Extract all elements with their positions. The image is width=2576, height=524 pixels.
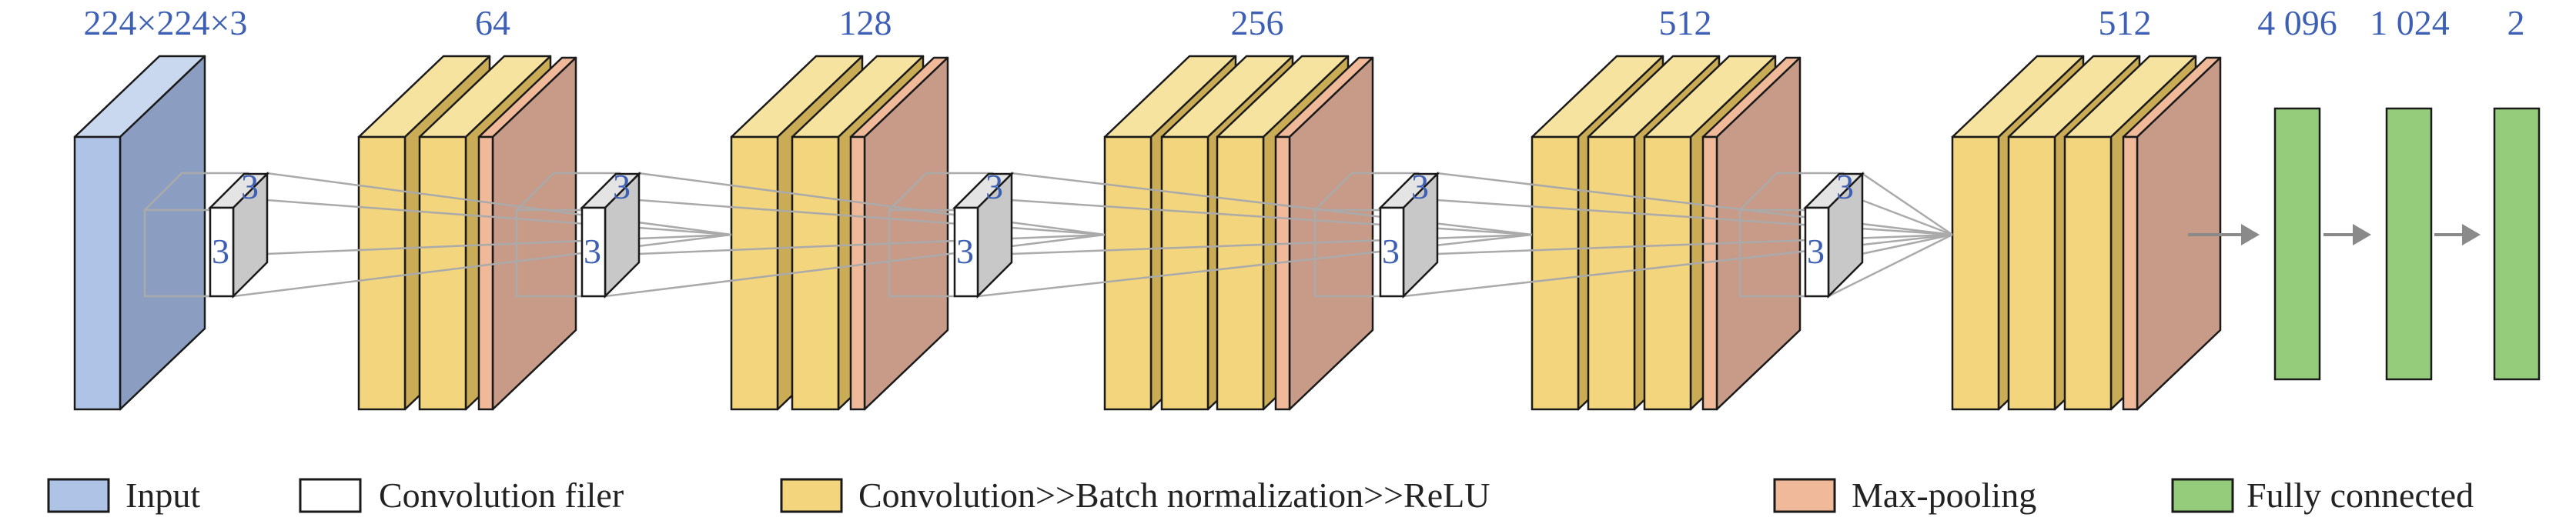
block-3-channels-label: 256	[1231, 3, 1284, 42]
block-4	[1531, 55, 1802, 411]
legend-filter-label: Convolution filer	[379, 476, 624, 515]
filter-guide-line	[604, 233, 1106, 298]
block-2-max-pool	[849, 56, 949, 411]
block-5	[1951, 55, 2222, 411]
block-2-conv-layer-1-front-face	[730, 135, 779, 411]
filter-guide-line	[637, 233, 1106, 255]
block-1-max-pool-front-face	[477, 135, 494, 411]
filter-width-label: 3	[241, 167, 259, 206]
conv-filter-4: 33	[1313, 167, 1953, 299]
filter-front-face	[209, 206, 235, 298]
block-4-conv-layer-1-front-face	[1531, 135, 1580, 411]
filter-height-label: 3	[212, 232, 229, 271]
input-size-label: 224×224×3	[84, 3, 248, 42]
block-3-conv-layer-3-front-face	[1216, 135, 1265, 411]
filter-guide-line	[266, 199, 732, 236]
legend-input-swatch	[47, 478, 110, 513]
filter-guide-line	[1436, 199, 1953, 236]
filter-guide-line	[1436, 233, 1953, 255]
filter-front-face	[1804, 206, 1830, 298]
filter-guide-line	[1861, 199, 1953, 236]
block-4-max-pool	[1701, 56, 1802, 411]
filter-guide-line	[1861, 172, 1953, 236]
legend-conv-label: Convolution>>Batch normalization>>ReLU	[858, 476, 1490, 515]
filter-guide-line	[977, 233, 1533, 298]
filter-width-label: 3	[1411, 167, 1429, 206]
arrow-fc1-to-fc2	[2323, 224, 2371, 245]
block-1-max-pool	[477, 56, 577, 411]
fc-1-units-label: 4 096	[2257, 3, 2337, 42]
filter-height-label: 3	[584, 232, 601, 271]
filter-front-face	[580, 206, 607, 298]
block-5-conv-layer-2-front-face	[2007, 135, 2056, 411]
filter-guide-line	[1436, 172, 1953, 236]
block-3-conv-layer-1-front-face	[1103, 135, 1153, 411]
input-volume-front-face	[73, 135, 122, 411]
conv-filter-3: 33	[888, 167, 1533, 299]
filter-guide-line	[266, 233, 732, 255]
arrow-fc2-to-fc3	[2434, 224, 2481, 245]
legend: Input Convolution filer Convolution>>Bat…	[47, 476, 2474, 515]
filter-height-label: 3	[956, 232, 974, 271]
filter-guide-line	[1010, 172, 1533, 236]
block-5-conv-layer-3-front-face	[2063, 135, 2113, 411]
filter-height-label: 3	[1807, 232, 1825, 271]
block-4-channels-label: 512	[1659, 3, 1712, 42]
block-5-max-pool-front-face	[2122, 135, 2139, 411]
block-2-max-pool-front-face	[849, 135, 866, 411]
legend-conv-swatch	[780, 478, 843, 513]
legend-fc-swatch	[2171, 478, 2234, 513]
block-2-channels-label: 128	[839, 3, 892, 42]
fc-2-units-label: 1 024	[2370, 3, 2450, 42]
conv-filter-2: 33	[515, 167, 1106, 299]
block-1-conv-layer-1-front-face	[357, 135, 406, 411]
filter-guide-line	[1828, 233, 1953, 298]
legend-filter-swatch	[299, 478, 362, 513]
conv-filter-5: 33	[1738, 167, 1953, 299]
fc-layer-2	[2385, 107, 2433, 381]
filter-guide-line	[1010, 233, 1533, 255]
filter-guide-line	[266, 172, 732, 236]
block-5-conv-layer-1-front-face	[1951, 135, 2000, 411]
filter-front-face	[1379, 206, 1405, 298]
legend-input-label: Input	[125, 476, 200, 515]
filter-guide-line	[637, 172, 1106, 236]
filter-guide-line	[233, 233, 732, 298]
fc-layer-1	[2273, 107, 2321, 381]
block-4-max-pool-front-face	[1701, 135, 1718, 411]
arrow-pool-to-fc1	[2188, 224, 2260, 245]
fc-3-units-label: 2	[2507, 3, 2525, 42]
filter-guide-line	[1861, 233, 1953, 255]
block-3	[1103, 55, 1374, 411]
block-5-channels-label: 512	[2099, 3, 2152, 42]
filter-width-label: 3	[985, 167, 1003, 206]
block-5-max-pool	[2122, 56, 2222, 411]
filter-front-face	[953, 206, 979, 298]
fully-connected-layers	[2188, 107, 2541, 381]
top-labels: 224×224×3 64 128 256 512 512 4 096 1 024…	[84, 3, 2525, 42]
block-3-max-pool	[1274, 56, 1374, 411]
block-1	[357, 55, 577, 411]
filter-width-label: 3	[613, 167, 631, 206]
fc-layer-3	[2493, 107, 2541, 381]
input-volume	[73, 55, 206, 411]
block-3-max-pool-front-face	[1274, 135, 1291, 411]
filter-guide-line	[1010, 199, 1533, 236]
filter-width-label: 3	[1836, 167, 1854, 206]
legend-fc-label: Fully connected	[2246, 476, 2474, 515]
conv-filter-1: 33	[143, 167, 732, 299]
block-2	[730, 55, 949, 411]
block-1-channels-label: 64	[475, 3, 510, 42]
filter-height-label: 3	[1382, 232, 1400, 271]
filter-guide-line	[637, 199, 1106, 236]
block-4-conv-layer-3-front-face	[1643, 135, 1692, 411]
legend-pool-label: Max-pooling	[1852, 476, 2036, 515]
legend-pool-swatch	[1773, 478, 1836, 513]
